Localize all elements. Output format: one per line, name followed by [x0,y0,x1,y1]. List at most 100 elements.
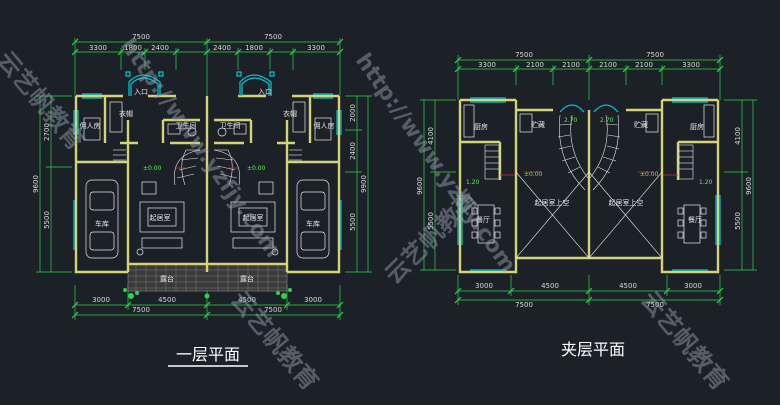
dim-bottom-3: 4500 [238,296,256,304]
mz-dim-top-1: 3300 [478,61,496,69]
mz-level-2-70-left: 2.70 [564,117,578,124]
void-diagonals [515,171,663,259]
dim-right-total: 9900 [360,175,368,193]
dim-bottom-1: 3000 [92,296,110,304]
label-terrace-left: 露台 [160,274,174,283]
dining-table-right [683,204,701,244]
room-labels-ground: 入口 入口 佣人房 佣人房 衣帽 衣帽 卫生间 卫生间 起居室 起居室 车库 车… [80,88,335,283]
dim-top-3: 2400 [151,44,169,52]
dim-top-2: 1800 [124,44,142,52]
windows-mezzanine [457,97,721,271]
dimension-labels-mezzanine-sides: 9600 4100 5500 4100 5500 9600 [416,127,753,230]
label-entry-right: 入口 [258,88,272,96]
mz-dim-top-4: 2100 [599,61,617,69]
label-living-left: 起居室 [150,213,171,222]
rug-left [139,201,185,233]
mz-level-0-left: ±0.00 [524,171,543,178]
mz-dim-top-5: 2100 [635,61,653,69]
dimension-labels-ground-bottom: 3000 4500 4500 3000 7500 7500 [92,296,322,314]
label-servant-left: 佣人房 [80,121,101,130]
furniture-ground [83,101,332,259]
mz-level-2-70-right: 2.70 [600,117,614,124]
furniture-mezzanine [463,104,715,244]
label-garage-left: 车库 [95,219,109,228]
mz-level-1-20-right: 1.20 [699,179,713,186]
mz-dim-top-total-2: 7500 [646,51,664,59]
mz-level-0-right: ±0.00 [640,171,659,178]
label-void-right: 起居室上空 [609,198,644,207]
dim-top-4: 2400 [213,44,231,52]
dim-bottom-total-2: 7500 [264,306,282,314]
label-living-right: 起居室 [243,213,264,222]
label-servant-right: 佣人房 [314,121,335,130]
mz-dim-top-total-1: 7500 [515,51,533,59]
mz-dim-left-total: 9600 [416,177,424,195]
dim-top-total-2: 7500 [264,33,282,41]
level-marks-mezzanine: 2.70 2.70 1.20 1.20 ±0.00 ±0.00 [466,117,713,186]
dim-left-1: 2700 [43,123,51,141]
dim-top-5: 1800 [245,44,263,52]
label-kitchen-left: 厨房 [474,122,488,131]
dim-top-total-1: 7500 [132,33,150,41]
label-terrace-right: 露台 [240,274,254,283]
dim-top-6: 3300 [307,44,325,52]
stair-markers-mezzanine [500,171,678,176]
label-kitchen-right: 厨房 [690,122,704,131]
label-storage-left: 贮藏 [531,120,545,129]
plan-title-ground: 一层平面 [176,345,240,364]
plan-title-mezzanine: 夹层平面 [561,340,625,359]
dimension-ticks-mezzanine [454,56,724,304]
dim-bottom-2: 4500 [158,296,176,304]
mz-dim-right-1: 4100 [734,127,742,145]
mz-dim-bottom-1: 3000 [475,282,493,290]
mz-dim-left-1: 4100 [427,127,435,145]
dining-table-left [477,204,495,244]
plan-mezzanine: 7500 7500 3300 2100 2100 2100 2100 3300 … [416,51,757,359]
label-bath-right: 卫生间 [220,121,241,130]
mz-dim-bottom-4: 3000 [684,282,702,290]
label-garage-right: 车库 [306,219,320,228]
mz-dim-bottom-3: 4500 [619,282,637,290]
dimension-ticks-ground [71,38,344,319]
level-mark-right: ±0.00 [247,165,266,172]
mz-dim-bottom-total-1: 7500 [515,301,533,309]
stairs-mezzanine [484,114,694,191]
windows-ground [73,71,342,250]
mz-dim-top-3: 2100 [562,61,580,69]
dim-bottom-4: 3000 [304,296,322,304]
rug-right [230,201,276,233]
plants-ground [123,288,292,299]
mz-dim-left-2: 5500 [427,212,435,230]
label-storage-right: 贮藏 [634,120,648,129]
car-left [85,179,119,259]
walls-mezzanine [458,98,720,274]
mz-dim-bottom-total-2: 7500 [646,301,664,309]
mz-dim-top-6: 3300 [682,61,700,69]
room-labels-mezzanine: 厨房 厨房 贮藏 贮藏 餐厅 餐厅 起居室上空 起居室上空 [474,120,704,224]
label-closet-left: 衣帽 [119,109,133,118]
dim-right-2: 2400 [349,142,357,160]
level-mark-left: ±0.00 [143,165,162,172]
dim-top-1: 3300 [89,44,107,52]
label-dining-left: 餐厅 [476,215,490,224]
dimension-labels-mezzanine-bottom: 3000 4500 4500 3000 7500 7500 [475,282,702,309]
plan-ground-floor: 7500 7500 3300 1800 2400 2400 1800 3300 … [32,33,372,367]
car-right [296,179,330,259]
label-void-left: 起居室上空 [535,198,570,207]
mz-dim-right-total: 9600 [745,177,753,195]
dimension-labels-ground-top: 7500 7500 3300 1800 2400 2400 1800 3300 [89,33,325,52]
dim-left-total: 9600 [32,175,40,193]
stairs-ground [113,149,302,186]
walls-ground [74,94,341,274]
label-bath-left: 卫生间 [176,121,197,130]
mz-level-1-20-left: 1.20 [466,179,480,186]
label-dining-right: 餐厅 [688,215,702,224]
dim-right-3: 5500 [349,213,357,231]
label-entry-left: 入口 [134,88,148,96]
dimension-labels-ground-sides: 9600 2700 5500 2000 2400 5500 9900 [32,104,368,231]
dim-left-2: 5500 [43,211,51,229]
mz-dim-top-2: 2100 [526,61,544,69]
